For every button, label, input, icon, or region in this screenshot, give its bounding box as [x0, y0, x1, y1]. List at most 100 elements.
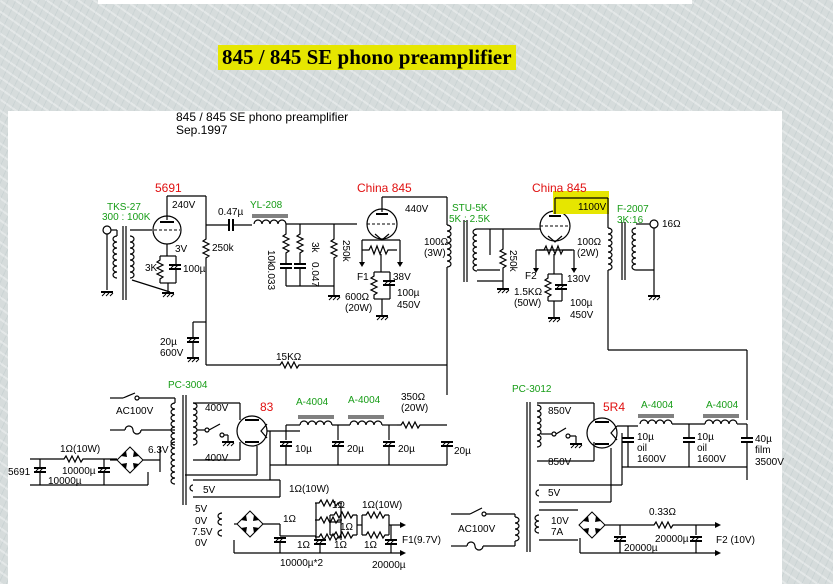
tube-845-2-filament: F2 — [525, 271, 537, 282]
tube-845-2-bias-voltage: 130V — [567, 274, 591, 285]
f2-resistor: 0.33Ω — [649, 507, 676, 518]
tube-845-2-cathode-resistor: 1.5KΩ — [514, 287, 543, 298]
psu1-series-resistor-watt: (20W) — [401, 403, 428, 414]
grid-resistor-845-2: 250k — [507, 250, 518, 273]
tube-5691-cathode-voltage: 3V — [175, 244, 188, 255]
rectifier-5r4-icon — [586, 417, 618, 449]
psu2-cap-2: 10µ — [697, 432, 714, 443]
tube-5691-label: 5691 — [155, 181, 182, 195]
eq-r2: 3k — [309, 242, 320, 254]
f1-resistor-top: 1Ω(10W) — [289, 484, 329, 495]
f1-tap-7-5v: 7.5V — [192, 527, 213, 538]
hum-pot-2-watt: (2W) — [577, 248, 599, 259]
f1-cap-1: 10000µ*2 — [280, 558, 323, 569]
tube-845-1-cathode-resistor: 600Ω — [345, 292, 370, 303]
psu2-cap-1-type: oil — [637, 443, 647, 454]
output-transformer-model: F-2007 — [617, 204, 649, 215]
f1-resistor-b: 1Ω — [297, 540, 311, 551]
psu2-cap-2-voltage: 1600V — [697, 454, 726, 465]
psu1-rect-filament: 5V — [203, 485, 216, 496]
f1-tap-5v: 5V — [195, 504, 208, 515]
decoupling-resistor: 15KΩ — [276, 352, 302, 363]
psu1-cap-2: 20µ — [347, 444, 364, 455]
tube1-heater-cap-2: 10000µ — [48, 476, 82, 487]
interstage-transformer-model: STU-5K — [452, 203, 488, 214]
psu2-choke-2: A-4004 — [706, 400, 739, 411]
output-jack-icon — [649, 219, 659, 229]
f2-winding-current: 7A — [551, 527, 564, 538]
psu1-secondary-hi: 400V — [205, 403, 229, 414]
tube-845-1-filament: F1 — [357, 272, 369, 283]
rectifier-83-label: 83 — [260, 400, 274, 414]
output-transformer-ratio: 3K:16 — [617, 215, 644, 226]
eq-r1: 10k — [265, 250, 276, 267]
hum-pot-1-watt: (3W) — [424, 248, 446, 259]
psu1-choke-2: A-4004 — [348, 395, 381, 406]
psu2-choke-1: A-4004 — [641, 400, 674, 411]
tube-845-1-plate-voltage: 440V — [405, 204, 429, 215]
psu2-transformer-model: PC-3012 — [512, 384, 552, 395]
schematic-date: Sep.1997 — [176, 123, 228, 137]
f2-cap-1: 20000µ — [624, 543, 658, 554]
schematic-header: 845 / 845 SE phono preamplifier Sep.1997 — [176, 111, 348, 137]
psu1-choke-1: A-4004 — [296, 397, 329, 408]
f2-cap-2: 20000µ — [655, 534, 689, 545]
psu2-cap-3: 40µ — [755, 434, 772, 445]
psu2-cap-1: 10µ — [637, 432, 654, 443]
psu1-ac-input: AC100V — [116, 406, 154, 417]
f1-resistor-c: 1Ω — [332, 500, 346, 511]
f1-resistor-g: 1Ω — [340, 522, 354, 533]
f1-resistor-d: 1Ω — [334, 540, 348, 551]
tube-845-2-cathode-cap: 100µ — [570, 298, 593, 309]
top-white-bar — [98, 0, 692, 4]
psu2-cap-2-type: oil — [697, 443, 707, 454]
eq-c2: 0.047 — [309, 262, 320, 287]
tube-845-1-cathode-resistor-watt: (20W) — [345, 303, 372, 314]
schematic-title: 845 / 845 SE phono preamplifier — [176, 110, 349, 124]
tube-5691-cathode-resistor: 3K — [145, 263, 158, 274]
psu1-cap-3: 20µ — [398, 444, 415, 455]
psu2-secondary-lo: 850V — [548, 457, 572, 468]
coupling-cap: 0.47µ — [218, 207, 243, 218]
f1-output: F1(9.7V) — [402, 535, 441, 546]
psu1-series-resistor: 350Ω — [401, 392, 426, 403]
tube1-heater-resistor: 1Ω(10W) — [60, 444, 100, 455]
f1-tap-0v-2: 0V — [195, 538, 208, 549]
psu2-cap-1-voltage: 1600V — [637, 454, 666, 465]
tube-845-1-cathode-cap-voltage: 450V — [397, 300, 421, 311]
tube-845-1-cathode-cap: 100µ — [397, 288, 420, 299]
tube-845-1-label: China 845 — [357, 181, 412, 195]
decoupling-cap-voltage: 600V — [160, 348, 184, 359]
psu2-rect-filament: 5V — [548, 488, 561, 499]
psu1-transformer-model: PC-3004 — [168, 380, 208, 391]
input-transformer-ratio: 300 : 100K — [102, 212, 151, 223]
f2-winding-voltage: 10V — [551, 516, 569, 527]
psu1-heater-voltage: 6.3V — [148, 445, 169, 456]
psu2-secondary-hi: 850V — [548, 406, 572, 417]
hum-pot-2: 100Ω — [577, 237, 602, 248]
hum-pot-1: 100Ω — [424, 237, 449, 248]
page-title: 845 / 845 SE phono preamplifier — [218, 45, 516, 70]
tube-845-2-plate-voltage: 1100V — [578, 202, 607, 213]
psu2-cap-3-voltage: 3500V — [755, 457, 784, 468]
psu1-cap-4: 20µ — [454, 446, 471, 457]
rectifier-5r4-label: 5R4 — [603, 400, 625, 414]
eq-grid-resistor: 250k — [340, 240, 351, 263]
psu1-cap-1: 10µ — [295, 444, 312, 455]
highlight-1100v — [553, 191, 609, 214]
input-jack-icon — [102, 225, 112, 235]
eq-c1: 0.033 — [265, 265, 276, 290]
interstage-transformer-ratio: 5K : 2.5K — [449, 214, 490, 225]
tube-5691-cathode-cap: 100µ — [183, 264, 206, 275]
tube-845-1-bias-voltage: 38V — [393, 272, 411, 283]
schematic-panel — [8, 111, 782, 584]
tube-5691-plate-voltage: 240V — [172, 200, 196, 211]
tube1-heater-supply-label: 5691 — [8, 467, 31, 478]
tube-845-2-cathode-cap-voltage: 450V — [570, 310, 594, 321]
f1-resistor-e: 1Ω(10W) — [362, 500, 402, 511]
f2-output: F2 (10V) — [716, 535, 755, 546]
choke-yl208: YL-208 — [250, 200, 283, 211]
psu2-ac-input: AC100V — [458, 524, 496, 535]
decoupling-cap: 20µ — [160, 337, 177, 348]
